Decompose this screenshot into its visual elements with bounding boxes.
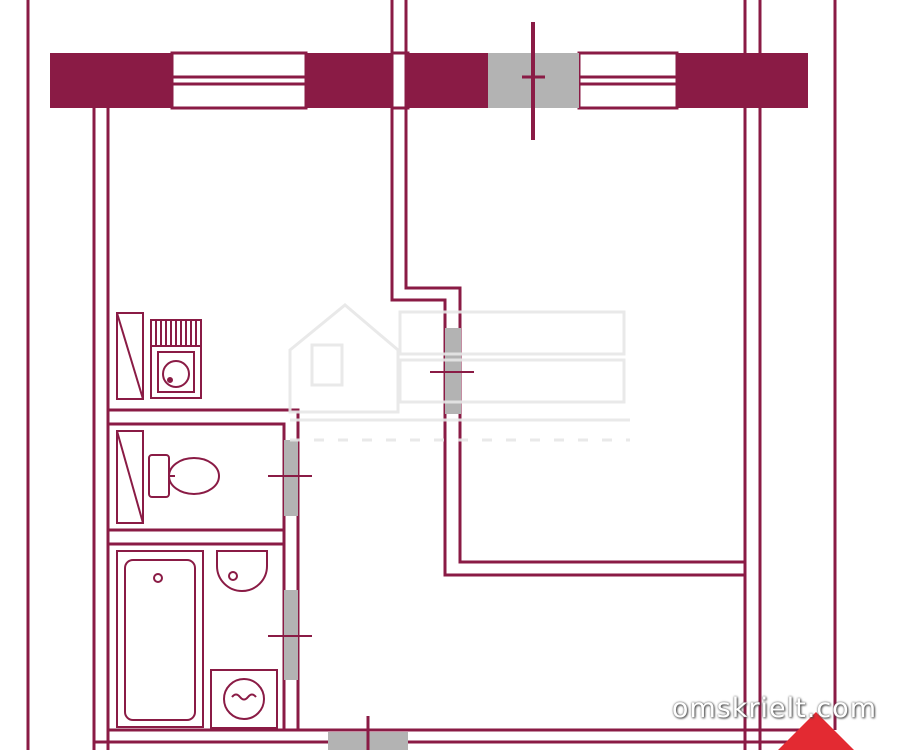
toilet-icon — [148, 454, 220, 498]
door-marks — [268, 371, 474, 750]
corner-accent — [778, 712, 854, 750]
stove-icon — [150, 319, 202, 399]
interior-partitions — [390, 0, 745, 577]
exterior-walls — [26, 0, 837, 750]
toilet-fixtures — [116, 430, 220, 524]
bathroom-fixtures — [116, 550, 278, 729]
top-wall-band — [50, 22, 808, 140]
kitchen-fixtures — [116, 312, 202, 400]
sink-icon — [216, 550, 268, 592]
toilet-cabinet — [116, 430, 144, 524]
window-right — [577, 51, 679, 110]
bathtub-icon — [116, 550, 204, 728]
interior-doors — [284, 328, 461, 750]
washing-machine-icon — [210, 669, 278, 729]
site-watermark: omskrielt.com — [671, 693, 877, 724]
house-logo-watermark — [288, 303, 630, 442]
door-toilet — [284, 440, 298, 516]
window-left — [170, 51, 308, 110]
counter-icon — [116, 312, 144, 400]
